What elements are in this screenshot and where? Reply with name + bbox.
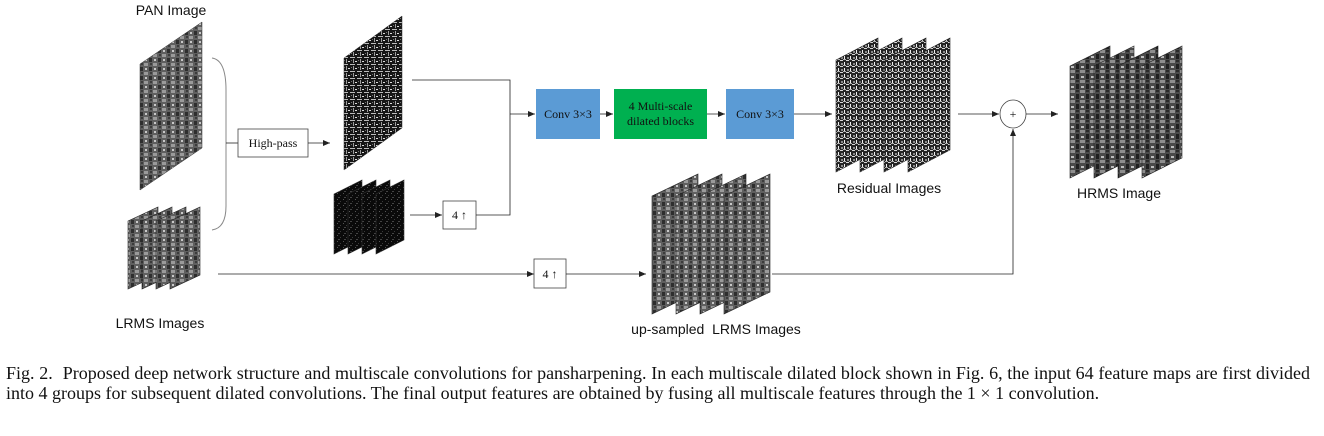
multiscale-label-line1: 4 Multi-scale — [629, 99, 693, 113]
high-pass-label: High-pass — [249, 136, 298, 150]
figure-number: Fig. 2. — [6, 363, 53, 383]
high-pass-pan-image — [343, 15, 403, 171]
upsample-bottom-label: 4 ↑ — [543, 267, 558, 281]
lrms-image-stack — [127, 206, 201, 290]
connector-line — [476, 114, 511, 216]
sum-symbol: + — [1010, 107, 1017, 121]
pan-image-label: PAN Image — [136, 2, 207, 18]
lrms-images-label: LRMS Images — [116, 315, 205, 331]
skip-connection-arrow — [772, 129, 1016, 275]
network-diagram: PAN Image LRMS Images High-pass 4 ↑ Conv… — [116, 2, 1183, 337]
residual-images-stack — [835, 37, 951, 173]
multiscale-dilated-block — [614, 89, 707, 139]
connector-line — [412, 79, 511, 114]
upsample-top-label: 4 ↑ — [452, 208, 467, 222]
upsample-box-bottom — [533, 258, 567, 289]
residual-images-label: Residual Images — [837, 180, 941, 196]
multiscale-label-line2: dilated blocks — [627, 114, 694, 128]
input-brace — [211, 57, 227, 231]
upsample-box-top — [442, 200, 477, 230]
conv2-block — [726, 89, 794, 139]
figure-caption: Fig. 2.Proposed deep network structure a… — [6, 363, 1310, 403]
upsampled-lrms-stack — [651, 173, 771, 315]
conv1-block — [536, 89, 600, 139]
upsampled-lrms-label: up-sampled LRMS Images — [631, 321, 801, 337]
caption-text: Proposed deep network structure and mult… — [6, 363, 1311, 403]
hrms-image-label: HRMS Image — [1077, 185, 1161, 201]
high-pass-lrms-stack — [333, 179, 405, 255]
hrms-image-stack — [1069, 45, 1183, 179]
conv1-label: Conv 3×3 — [544, 107, 592, 121]
conv2-label: Conv 3×3 — [736, 107, 784, 121]
pan-image — [139, 21, 203, 191]
